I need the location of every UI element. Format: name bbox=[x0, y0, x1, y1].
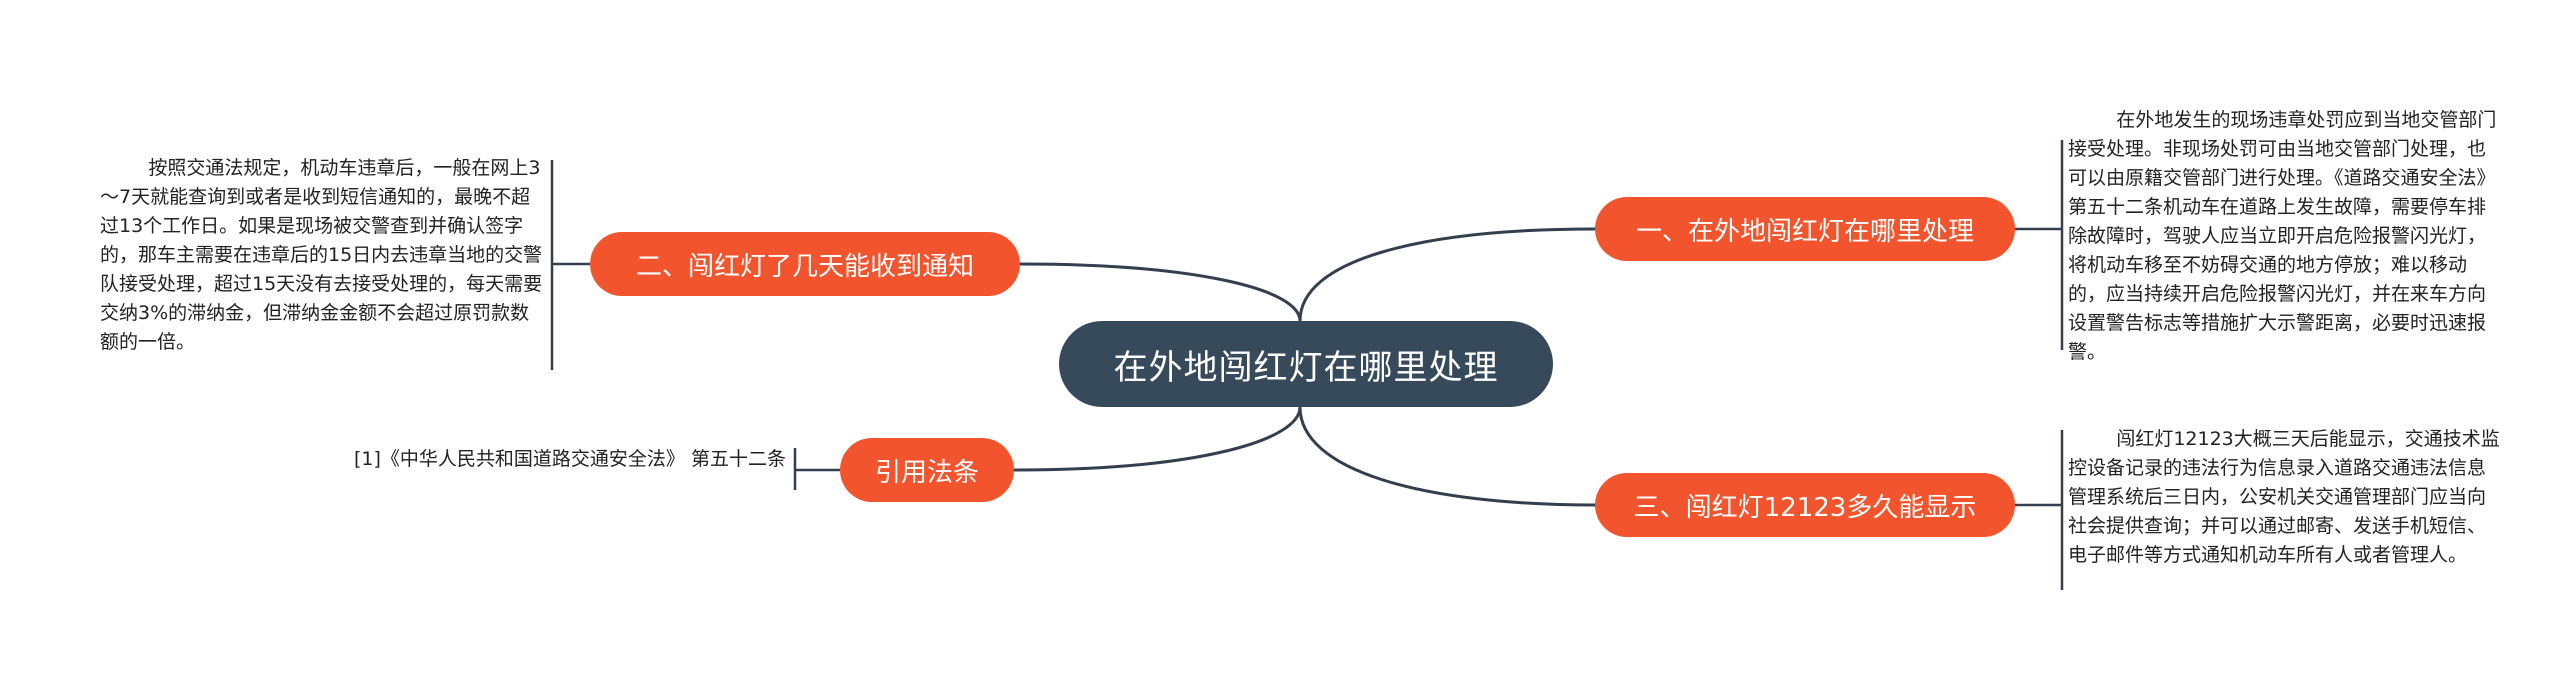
branch-where-to-handle-label: 一、在外地闯红灯在哪里处理 bbox=[1635, 216, 1974, 247]
connector-central-to-branch-3 bbox=[1298, 405, 1597, 507]
detail-where-to-handle: 在外地发生的现场违章处罚应到当地交管部门接受处理。非现场处罚可由当地交管部门处理… bbox=[2068, 109, 2497, 363]
connector-branch-1-to-detail bbox=[2014, 140, 2064, 350]
branch-cited-law-label: 引用法条 bbox=[874, 457, 979, 488]
detail-cited-law: [1]《中华人民共和国道路交通安全法》 第五十二条 bbox=[354, 448, 786, 470]
detail-notification-days: 按照交通法规定，机动车违章后，一般在网上3～7天就能查询到或者是收到短信通知的，… bbox=[100, 157, 543, 353]
central-topic-node[interactable]: 在外地闯红灯在哪里处理 bbox=[1059, 321, 1553, 407]
central-topic-label: 在外地闯红灯在哪里处理 bbox=[1113, 347, 1499, 388]
connector-central-to-reference bbox=[1012, 405, 1302, 472]
detail-12123-display-time: 闯红灯12123大概三天后能显示，交通技术监控设备记录的违法行为信息录入道路交通… bbox=[2068, 428, 2500, 566]
branch-notification-days-label: 二、闯红灯了几天能收到通知 bbox=[635, 251, 974, 282]
branch-where-to-handle[interactable]: 一、在外地闯红灯在哪里处理 bbox=[1595, 197, 2015, 261]
branch-12123-display-time-label: 三、闯红灯12123多久能显示 bbox=[1633, 492, 1977, 523]
branch-notification-days[interactable]: 二、闯红灯了几天能收到通知 bbox=[590, 232, 1020, 296]
connector-branch-3-to-detail bbox=[2015, 430, 2064, 590]
branch-cited-law[interactable]: 引用法条 bbox=[840, 438, 1014, 502]
connector-central-to-branch-2 bbox=[1018, 262, 1302, 323]
connector-reference-to-detail bbox=[793, 448, 840, 490]
connector-central-to-branch-1 bbox=[1298, 227, 1597, 323]
connector-branch-2-to-detail bbox=[550, 160, 590, 370]
branch-12123-display-time[interactable]: 三、闯红灯12123多久能显示 bbox=[1595, 473, 2015, 537]
